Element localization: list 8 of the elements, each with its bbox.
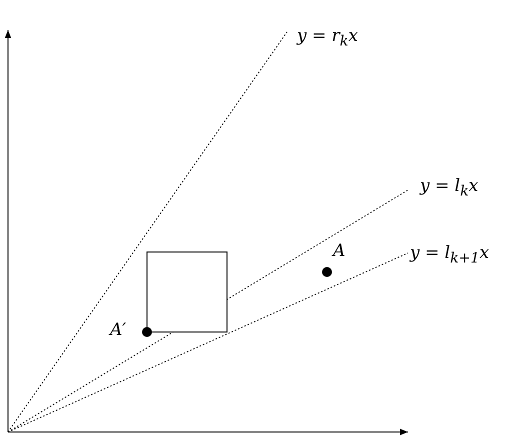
line-equation: y = l$_{k}$x (420, 176, 478, 202)
point-dot (142, 327, 152, 337)
line-equation: y = r$_{k}$x (297, 26, 358, 52)
square (146, 252, 228, 332)
point-label: A′ (110, 320, 126, 340)
point-dot (322, 267, 332, 277)
point-label: A (333, 241, 346, 261)
line-equation: y = l$_{k+1}$x (410, 243, 490, 268)
